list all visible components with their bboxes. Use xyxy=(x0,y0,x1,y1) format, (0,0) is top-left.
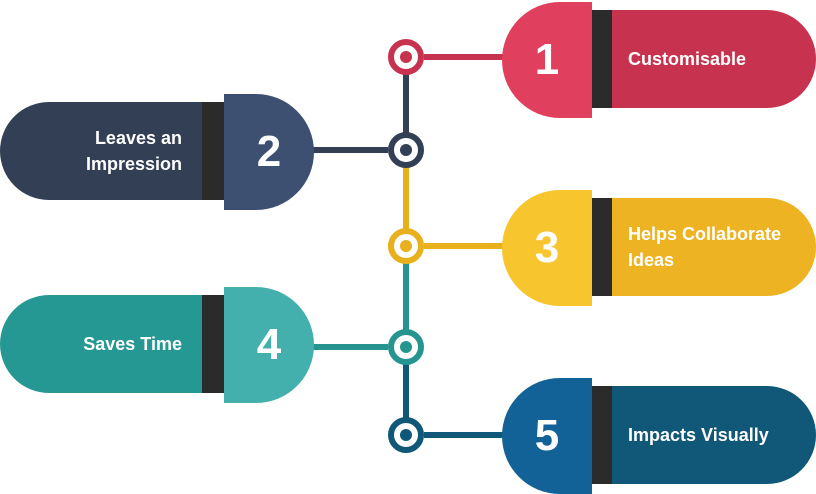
item-1: Customisable 1 xyxy=(502,2,816,118)
item-5-body: Impacts Visually xyxy=(610,386,816,484)
item-3: Helps Collaborate Ideas 3 xyxy=(502,190,816,306)
item-4-label: Saves Time xyxy=(83,334,182,354)
node-3 xyxy=(388,228,424,264)
item-5-label: Impacts Visually xyxy=(628,425,769,445)
item-3-body: Helps Collaborate Ideas xyxy=(610,198,816,296)
item-3-number: 3 xyxy=(502,190,592,306)
item-2: Leaves an Impression 2 xyxy=(0,94,314,210)
item-4: Saves Time 4 xyxy=(0,287,314,403)
item-2-label: Leaves an Impression xyxy=(85,128,182,174)
node-5 xyxy=(388,417,424,453)
item-1-number: 1 xyxy=(502,2,592,118)
item-2-body: Leaves an Impression xyxy=(0,102,202,200)
item-1-band xyxy=(590,10,612,108)
item-1-label: Customisable xyxy=(628,49,747,69)
item-3-band xyxy=(590,198,612,296)
item-4-body: Saves Time xyxy=(0,295,202,393)
item-4-band xyxy=(202,295,224,393)
item-2-band xyxy=(202,102,224,200)
item-3-label: Helps Collaborate Ideas xyxy=(628,224,782,270)
item-2-number: 2 xyxy=(224,94,314,210)
item-5-number: 5 xyxy=(502,378,592,494)
node-1 xyxy=(388,39,424,75)
item-5-band xyxy=(590,386,612,484)
node-2 xyxy=(388,132,424,168)
item-4-number: 4 xyxy=(224,287,314,403)
item-1-body: Customisable xyxy=(610,10,816,108)
item-5: Impacts Visually 5 xyxy=(502,378,816,494)
node-4 xyxy=(388,329,424,365)
